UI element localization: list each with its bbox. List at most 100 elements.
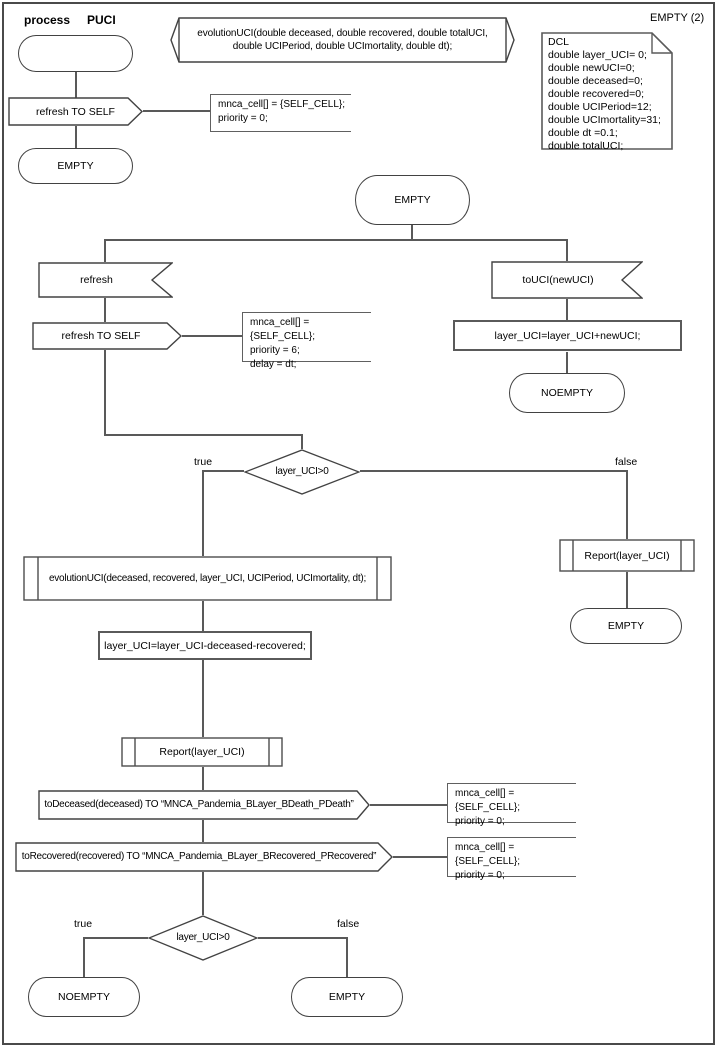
state-label: EMPTY	[607, 620, 645, 632]
comment-recovered-priority[interactable]: mnca_cell[] = {SELF_CELL}; priority = 0;	[447, 837, 576, 881]
connector	[202, 660, 204, 737]
dcl-line: DCL	[548, 36, 570, 48]
process-name: PUCI	[87, 13, 116, 27]
state-label: EMPTY	[328, 991, 366, 1003]
connector	[83, 937, 85, 977]
comment-deceased-priority[interactable]: mnca_cell[] = {SELF_CELL}; priority = 0;	[447, 783, 576, 827]
declaration-evolutionuci-signature[interactable]: evolutionUCI(double deceased, double rec…	[170, 17, 515, 63]
branch-false-label: false	[337, 918, 360, 930]
decision-symbol-shape	[244, 449, 360, 495]
procedure-label: evolutionUCI(deceased, recovered, layer_…	[49, 572, 366, 584]
connector	[202, 767, 204, 790]
start-state-symbol[interactable]	[18, 35, 133, 72]
dcl-declarations[interactable]: DCL double layer_UCI= 0; double newUCI=0…	[541, 32, 680, 154]
connector	[104, 239, 568, 241]
comment-line: delay = dt;	[250, 359, 297, 370]
procedure-evolutionuci[interactable]: evolutionUCI(deceased, recovered, layer_…	[23, 556, 392, 601]
dcl-line: double newUCI=0;	[548, 62, 635, 74]
output-label: toDeceased(deceased) TO “MNCA_Pandemia_B…	[44, 799, 354, 810]
output-label: refresh TO SELF	[36, 105, 115, 118]
connector	[75, 126, 77, 148]
connector	[182, 335, 242, 337]
state-noempty-bottom[interactable]: NOEMPTY	[28, 977, 140, 1017]
connector	[202, 470, 204, 556]
output-label: refresh TO SELF	[61, 330, 141, 342]
task-add-newuci[interactable]: layer_UCI=layer_UCI+newUCI;	[453, 320, 682, 351]
procedure-label: Report(layer_UCI)	[584, 549, 670, 562]
branch-true-label: true	[194, 456, 213, 468]
output-symbol-shape	[32, 322, 182, 350]
task-label: layer_UCI=layer_UCI+newUCI;	[494, 329, 641, 342]
process-keyword: process	[24, 13, 71, 27]
comment-priority-0[interactable]: mnca_cell[] = {SELF_CELL}; priority = 0;	[210, 94, 351, 132]
state-empty-bottom[interactable]: EMPTY	[291, 977, 403, 1017]
signature-line1: evolutionUCI(double deceased, double rec…	[197, 28, 488, 39]
dcl-line: double dt =0.1;	[548, 127, 618, 139]
connector	[360, 470, 627, 472]
procedure-symbol-shape	[121, 737, 283, 767]
state-label: NOEMPTY	[58, 991, 110, 1003]
branch-false-label: false	[615, 456, 638, 468]
decision-symbol-shape	[148, 915, 258, 961]
state-empty-start[interactable]: EMPTY	[18, 148, 133, 184]
decision-layer-uci-1[interactable]: layer_UCI>0	[244, 449, 360, 495]
input-symbol-shape	[491, 261, 643, 299]
input-label: refresh	[80, 274, 113, 286]
output-todeceased[interactable]: toDeceased(deceased) TO “MNCA_Pandemia_B…	[38, 790, 370, 820]
procedure-report-right[interactable]: Report(layer_UCI)	[559, 539, 695, 572]
procedure-symbol-shape	[23, 556, 392, 601]
dcl-line: double deceased=0;	[548, 75, 643, 87]
input-refresh[interactable]: refresh	[38, 262, 173, 298]
connector	[566, 299, 568, 321]
state-noempty-right[interactable]: NOEMPTY	[509, 373, 625, 413]
connector	[143, 110, 211, 112]
connector	[104, 350, 106, 436]
procedure-report-left[interactable]: Report(layer_UCI)	[121, 737, 283, 767]
connector	[346, 937, 348, 977]
comment-line: priority = 6;	[250, 345, 300, 356]
dcl-line: double recovered=0;	[548, 88, 645, 100]
decision-layer-uci-2[interactable]: layer_UCI>0	[148, 915, 258, 961]
comment-line: mnca_cell[] = {SELF_CELL};	[250, 317, 316, 342]
comment-line: priority = 0;	[455, 870, 505, 881]
dogear-text-symbol-shape	[541, 32, 673, 150]
connector	[104, 434, 303, 436]
connector	[411, 225, 413, 241]
connector	[202, 601, 204, 631]
connector	[75, 71, 77, 98]
state-label: EMPTY	[57, 160, 94, 172]
comment-line: mnca_cell[] = {SELF_CELL};	[455, 842, 521, 867]
connector	[626, 572, 628, 608]
procedure-label: Report(layer_UCI)	[159, 746, 245, 758]
comment-line: priority = 0;	[455, 816, 505, 827]
dcl-line: double totalUCI;	[548, 140, 624, 152]
connector	[104, 239, 106, 262]
output-refresh-to-self-delayed[interactable]: refresh TO SELF	[32, 322, 182, 350]
signature-line2: double UCIPeriod, double UCImortality, d…	[232, 41, 453, 52]
input-touci[interactable]: toUCI(newUCI)	[491, 261, 643, 299]
page-label: EMPTY (2)	[650, 12, 705, 24]
connector	[626, 470, 628, 539]
dcl-line: double UCImortality=31;	[548, 114, 661, 126]
connector	[202, 872, 204, 915]
connector	[566, 352, 568, 373]
branch-true-label: true	[74, 918, 93, 930]
input-label: toUCI(newUCI)	[522, 274, 594, 286]
connector	[202, 820, 204, 842]
output-symbol-shape	[15, 842, 393, 872]
comment-priority-6-delay[interactable]: mnca_cell[] = {SELF_CELL}; priority = 6;…	[242, 312, 371, 370]
input-symbol-shape	[38, 262, 173, 298]
connector	[393, 856, 447, 858]
comment-line: mnca_cell[] = {SELF_CELL};	[218, 99, 346, 110]
connector	[104, 298, 106, 322]
output-torecovered[interactable]: toRecovered(recovered) TO “MNCA_Pandemia…	[15, 842, 393, 872]
state-empty-false-branch[interactable]: EMPTY	[570, 608, 682, 644]
state-empty-main[interactable]: EMPTY	[355, 175, 470, 225]
output-refresh-to-self[interactable]: refresh TO SELF	[8, 97, 143, 126]
procedure-symbol-shape	[559, 539, 695, 572]
task-subtract-deceased-recovered[interactable]: layer_UCI=layer_UCI-deceased-recovered;	[98, 631, 312, 660]
comment-line: priority = 0;	[218, 113, 268, 124]
output-label: toRecovered(recovered) TO “MNCA_Pandemia…	[21, 851, 377, 862]
